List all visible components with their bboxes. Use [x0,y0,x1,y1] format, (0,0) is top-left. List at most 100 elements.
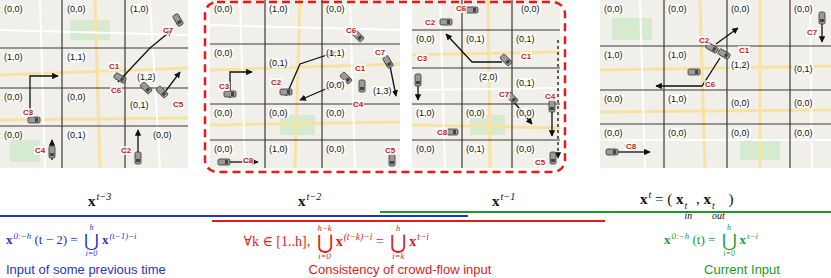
cell-flow-value: (1,0) [667,50,688,60]
car-windshield [345,77,350,82]
car-windshield [695,70,698,74]
car-label: C2 [424,18,436,27]
car-icon [688,69,700,75]
car-icon [113,72,126,83]
car-icon [28,117,40,123]
vector-symbol: x [409,234,416,249]
math-index: t−i [417,232,429,242]
cell-flow-value: (0,0) [213,4,234,14]
car-label: C4 [34,146,46,155]
union-symbol: ⋃ [317,233,333,253]
math-index: t−3 [97,191,112,202]
car-windshield [820,19,824,22]
cell-flow-value: (0,0) [520,4,541,14]
consistency-range-line [212,220,605,222]
cell-flow-value: (1,3) [372,86,393,96]
caption-note: Current Input [704,262,780,277]
union-symbol: ⋃ [390,233,406,253]
car-windshield [177,20,182,25]
car-icon [550,152,556,164]
cell-flow-value: (0,0) [667,128,688,138]
cell-flow-value: (1,0) [129,4,150,14]
vector-symbol: x [640,191,648,207]
car-icon [500,54,513,67]
vector-symbol: x [740,232,747,247]
cell-flow-value: (0,0) [603,4,624,14]
vector-symbol: x [492,193,500,209]
cell-flow-value: (1,1) [325,48,346,58]
car-windshield [447,20,450,24]
car-windshield [387,62,392,67]
math-formula: xt−1 [492,191,515,210]
car-windshield [613,150,616,154]
cell-flow-value: (0,1) [793,64,814,74]
car-label: C4 [544,92,556,101]
car-windshield [724,53,729,58]
car-icon [140,82,153,95]
car-label: C5 [384,146,396,155]
cell-flow-value: (0,0) [66,4,87,14]
cell-flow-value: (0,0) [325,4,346,14]
cell-flow-value: (0,0) [730,128,751,138]
map-background [0,0,188,168]
car-label: C6 [704,80,716,89]
car-label: C3 [416,54,428,63]
math-formula: x0:−h(t) =h⋃i=0xt−i [664,224,758,258]
car-windshield [231,92,234,96]
cell-flow-value: (0,0) [730,4,751,14]
car-label: C7 [806,28,818,37]
cell-flow-value: (0,1) [515,78,536,88]
cell-flow-value: (0,0) [66,92,87,102]
cell-flow-value: (1,0) [3,52,24,62]
math-text: ∀k ∈ [1..h], [244,234,311,249]
car-label: C6 [345,26,357,35]
math-formula: x0:−h(t − 2) =h⋃i=0x(t−1)−i [6,224,137,258]
math-text: ) [728,191,733,207]
cell-flow-value: (0,0) [667,4,688,14]
cell-flow-value: (0,0) [603,94,624,104]
cell-flow-value: (1,0) [268,4,289,14]
car-label: C6 [110,86,122,95]
car-label: C3 [22,108,34,117]
union-symbol: ⋃ [84,232,99,250]
math-text: , [696,191,700,207]
math-index: i=0 [86,250,98,258]
cell-flow-value: (0,1) [515,34,536,44]
car-label: C7 [374,48,386,57]
math-formula: xt−2 [298,191,321,210]
car-windshield [390,161,394,164]
cell-flow-value: (0,0) [213,48,234,58]
car-label: C2 [698,36,710,45]
car-label: C8 [625,142,637,151]
math-index: i=0 [723,250,735,258]
cell-flow-value: (0,1) [465,144,486,154]
cell-flow-value: (0,1) [66,130,87,140]
car-label: C3 [218,82,230,91]
car-label: C1 [354,64,366,73]
math-text: = [376,234,384,249]
map-background [412,0,560,168]
cell-flow-value: (0,0) [3,4,24,14]
car-label: C8 [436,128,448,137]
math-index: t−i [747,231,758,241]
math-index: in [685,211,693,221]
grid-lines [0,0,831,168]
cell-flow-value: (0,0) [793,128,814,138]
vector-symbol: x [102,232,109,247]
car-windshield [360,87,364,90]
math-index: h [396,224,400,233]
car-icon [415,74,421,86]
car-icon [382,55,393,68]
car-windshield [136,159,140,162]
cell-flow-value: (0,0) [213,144,234,154]
cell-flow-value: (0,0) [793,98,814,108]
car-label: C1 [520,52,532,61]
car-label: C4 [352,100,364,109]
map-details [0,0,831,168]
car-icon [172,13,183,26]
cell-flow-value: (0,0) [325,80,346,90]
car-windshield [50,153,54,156]
vector-symbol: x [298,193,306,209]
cell-flow-value: (0,0) [415,34,436,44]
